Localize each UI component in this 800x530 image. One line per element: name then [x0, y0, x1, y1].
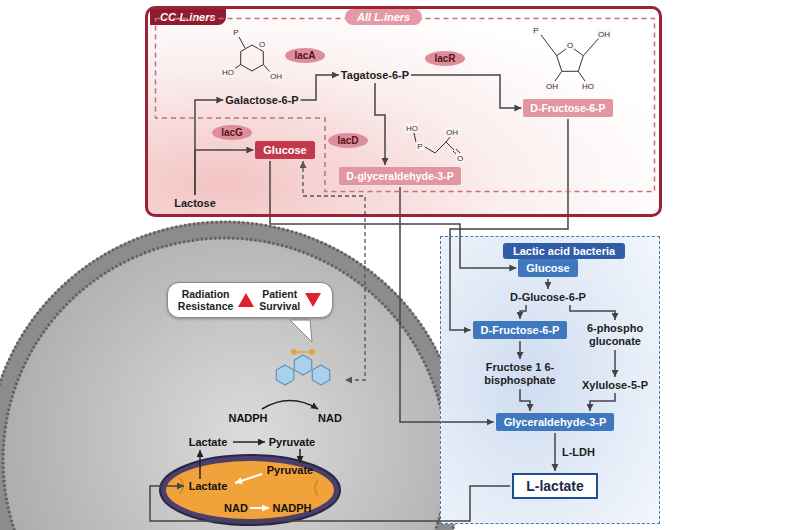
- organism-region-fill: [145, 6, 662, 217]
- pathway-arrow: [411, 75, 521, 108]
- atom-label: OH: [445, 128, 459, 137]
- metabolite-name: 6-phospho gluconate: [579, 322, 651, 348]
- bacteria-region: Lactic acid bacteriaGlucoseD-Glucose-6-P…: [440, 236, 660, 524]
- pathway-arrow: [195, 150, 253, 195]
- metabolite-label: Lactate: [189, 436, 228, 448]
- mitochondrion: [160, 455, 340, 525]
- metabolite-label: Tagatose-6-P: [341, 69, 409, 81]
- pathway-arrow: [520, 305, 526, 319]
- atom-label: P: [416, 142, 423, 151]
- enzyme-ellipse: lacR: [425, 51, 464, 66]
- effect-text: Radiation Resistance: [178, 288, 233, 312]
- metabolite-label: Lactose: [174, 197, 216, 209]
- metabolite-box: D-Fructose-6-P: [523, 99, 612, 117]
- metabolite-name: Xylulose-5-P: [582, 379, 648, 391]
- callout-tail: [290, 320, 312, 342]
- region-title: Lactic acid bacteria: [503, 243, 625, 259]
- triangle-shape: [238, 293, 254, 307]
- atom-label: HO: [581, 82, 595, 91]
- pathway-arrow: [375, 83, 385, 165]
- triangle-shape: [305, 293, 321, 307]
- cofactor-label: NAD: [318, 412, 342, 424]
- atom-label: OH: [545, 82, 559, 91]
- cofactor-label: NAD: [224, 502, 248, 514]
- cofactor-label: NADPH: [228, 412, 267, 424]
- enzyme-ellipse: lacD: [328, 133, 367, 148]
- organism-region: CC-L.iners All L.inersGalactose-6-P lacA Ta…: [145, 6, 662, 217]
- enzyme-name: lacG: [221, 127, 243, 138]
- pathway-arrow: [400, 187, 494, 422]
- enzyme-label: L-LDH: [562, 446, 595, 458]
- enzyme-ellipse: lacA: [285, 48, 324, 63]
- metabolite-name: Fructose 1 6-bisphosphate: [474, 361, 566, 387]
- enzyme-ellipse: lacG: [212, 125, 252, 140]
- metabolite-label: 6-phospho gluconate: [579, 322, 651, 348]
- metabolite-name: D-Fructose-6-P: [481, 324, 560, 336]
- bacteria-region-fill: [440, 236, 660, 524]
- pathway-arrow: [519, 341, 521, 359]
- gene-group-region: All L.inersGalactose-6-PlacATagatose-6-P…: [155, 18, 655, 192]
- atom-label: P: [532, 26, 539, 35]
- metabolite-box: D-Fructose-6-P: [473, 321, 568, 339]
- atom-label: OH: [269, 72, 283, 81]
- increase-triangle: [237, 292, 255, 308]
- metabolite-name: D-glyceraldehyde-3-P: [346, 170, 453, 182]
- metabolite-name: Glucose: [263, 144, 306, 156]
- metabolite-box: Glyceraldehyde-3-P: [496, 413, 615, 431]
- cell: [0, 222, 463, 530]
- metabolite-label: Pyruvate: [269, 436, 315, 448]
- atom-label: O: [456, 154, 464, 163]
- product-box: L-lactate: [512, 473, 598, 499]
- atom-label: HO: [405, 124, 419, 133]
- atom-label: O: [258, 40, 266, 49]
- atom-label: HO: [221, 68, 235, 77]
- dashed-effect-line: [303, 161, 365, 380]
- enzyme-name: lacD: [337, 135, 358, 146]
- metabolite-name: D-Glucose-6-P: [510, 291, 586, 303]
- metabolite-label: Fructose 1 6-bisphosphate: [474, 361, 566, 387]
- enzyme-name: lacA: [294, 50, 315, 61]
- metabolite-name: Glucose: [526, 262, 569, 274]
- pathway-arrow: [570, 305, 615, 320]
- dashed-outline: [156, 19, 655, 192]
- pathway-arrow: [590, 393, 615, 411]
- effect-text: Patient Survival: [259, 288, 300, 312]
- metabolite-label: Pyruvate: [267, 464, 313, 476]
- atom-label: P: [232, 28, 239, 37]
- pathway-arrow: [554, 433, 556, 471]
- metabolite-label: Galactose-6-P: [225, 94, 298, 106]
- pathway-arrow: [301, 75, 339, 100]
- atom-label: OH: [597, 30, 611, 39]
- metabolite-box: D-glyceraldehyde-3-P: [339, 167, 460, 185]
- metabolite-label: D-Glucose-6-P: [510, 291, 586, 303]
- metabolite-box: Glucose: [255, 141, 314, 159]
- pathway-arrow: [547, 279, 549, 289]
- effect-callout: Radiation Resistance Patient Survival: [167, 282, 333, 318]
- metabolite-label: Xylulose-5-P: [582, 379, 648, 391]
- atom-label: O: [566, 41, 574, 50]
- metabolite-name: D-Fructose-6-P: [530, 102, 605, 114]
- pathway-arrow: [195, 100, 223, 195]
- region-title: All L.iners: [345, 9, 422, 25]
- metabolite-label: Lactate: [189, 480, 228, 492]
- pathway-arrow: [614, 350, 616, 377]
- metabolite-name: Tagatose-6-P: [341, 69, 409, 81]
- metabolite-box: Glucose: [518, 259, 577, 277]
- drug-structure: [276, 349, 329, 385]
- product-name: L-lactate: [526, 478, 584, 494]
- cofactor-label: NADPH: [272, 502, 311, 514]
- region-title: CC-L.iners: [150, 9, 226, 25]
- enzyme-name: lacR: [434, 53, 455, 64]
- metabolite-name: Galactose-6-P: [225, 94, 298, 106]
- pathway-arrow: [520, 389, 530, 411]
- metabolite-name: Lactose: [174, 197, 216, 209]
- metabolite-name: Glyceraldehyde-3-P: [504, 416, 607, 428]
- decrease-triangle: [304, 292, 322, 308]
